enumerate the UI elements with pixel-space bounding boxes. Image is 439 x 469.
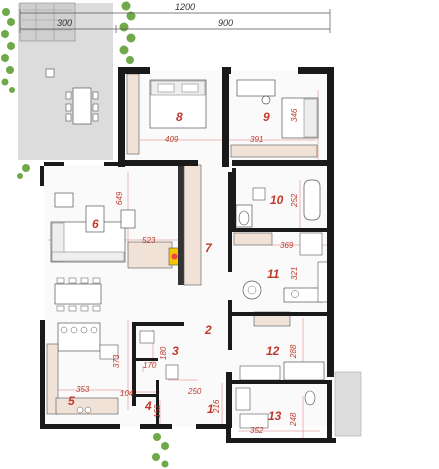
fire-icon (171, 253, 178, 260)
hall-wardrobe (183, 164, 202, 286)
closet-wc (299, 232, 323, 256)
dimension-label: 409 (165, 135, 179, 144)
closet-369 (233, 232, 273, 246)
dimension-label: 321 (290, 267, 299, 280)
dimension-label: 353 (76, 385, 90, 394)
plant-icon (1, 1, 169, 468)
dining-table (54, 277, 102, 312)
bed-room-8 (149, 79, 207, 129)
left-width-label: 300 (57, 18, 72, 28)
dimension-label: 152 (153, 404, 162, 418)
room-3-fixtures (139, 330, 179, 380)
right-width-label: 900 (218, 18, 233, 28)
bathroom-13-fixtures (235, 387, 316, 429)
room-number: 3 (172, 344, 179, 358)
dimension-label: 369 (280, 241, 294, 250)
dimension-label: 288 (289, 344, 298, 359)
top-dimension-lines (19, 9, 331, 33)
room-number: 4 (144, 399, 152, 413)
total-width-label: 1200 (175, 2, 195, 12)
room-number: 11 (267, 267, 280, 281)
room-number: 9 (263, 110, 270, 124)
room-number: 13 (268, 409, 282, 423)
top-dimension-labels: 1200 300 900 (57, 2, 233, 28)
dimension-label: 346 (290, 108, 299, 122)
dimension-label: 523 (142, 236, 156, 245)
dimension-label: 391 (250, 135, 263, 144)
room-number: 7 (205, 241, 213, 255)
dimension-label: 170 (143, 361, 157, 370)
room-number: 12 (266, 344, 280, 358)
chimney-column (178, 165, 186, 285)
dimension-label: 250 (187, 387, 202, 396)
dimension-labels: 409 391 346 649 523 252 369 321 288 373 … (76, 108, 299, 435)
living-furniture (50, 192, 173, 269)
room-number: 10 (270, 193, 284, 207)
room-number: 2 (204, 323, 212, 337)
dimension-label: 352 (250, 426, 264, 435)
dimension-label: 248 (289, 412, 298, 427)
dimension-label: 180 (159, 346, 168, 360)
room-labels: 1 2 3 4 5 6 7 8 9 10 11 12 13 (68, 110, 284, 423)
dimension-label: 104 (120, 389, 134, 398)
bed-room-9 (236, 79, 319, 139)
dimension-label: 649 (115, 191, 124, 205)
dimension-label: 252 (290, 193, 299, 208)
terrace-dining-table (65, 87, 99, 125)
room-number: 8 (176, 110, 183, 124)
dimension-label: 373 (112, 354, 121, 368)
wardrobe-room-8 (126, 73, 140, 155)
dimension-label: 216 (212, 399, 221, 414)
walls (40, 67, 336, 443)
room-number: 6 (92, 217, 99, 231)
bathroom-10-fixtures (235, 179, 321, 228)
room-number: 1 (207, 402, 214, 416)
terrace-right (334, 371, 362, 437)
room-number: 5 (68, 394, 75, 408)
kitchen-furniture (46, 322, 119, 415)
wardrobe-room-9 (230, 144, 318, 158)
